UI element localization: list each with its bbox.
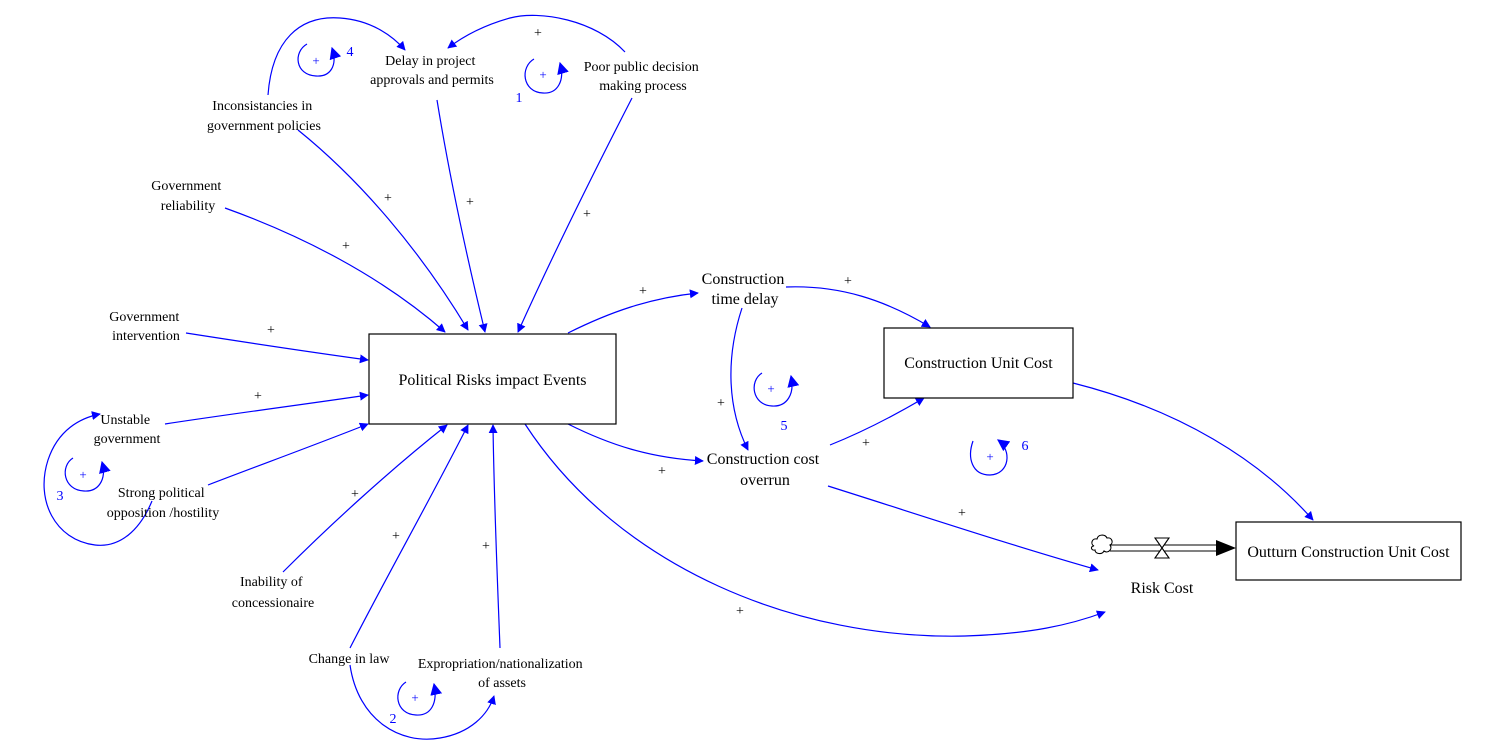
link-unit-cost-to-outturn [1072,382,1314,521]
loop-sign: + [79,467,86,482]
outturn-label: Outturn Construction Unit Cost [1247,544,1450,561]
link-gov-reliability-to-political-risks [224,207,446,333]
loop-1-marker: + 1 [516,58,569,106]
loop-sign: + [767,381,774,396]
loop-2-marker: + 2 [390,681,443,727]
link-expropriation-to-political-risks [488,424,501,649]
link-political-risks-to-risk-cost [524,423,1106,637]
gov-intervention-label: Government intervention [109,310,182,344]
loop-3-marker: + 3 [57,457,111,504]
link-political-risks-to-time-delay [567,289,699,334]
risk-cost-flow [1090,534,1236,559]
box-outturn: Outturn Construction Unit Cost [1235,521,1462,581]
link-poor-public-to-political-risks [517,97,633,333]
link-inconsistancies-to-political-risks [297,129,469,331]
polarity-sign: + [254,389,262,404]
link-opposition-to-unstable-gov [43,411,153,546]
polarity-sign: + [466,195,474,210]
poor-public-label: Poor public decision making process [584,60,703,94]
loop-number: 4 [347,45,354,60]
link-cost-overrun-to-unit-cost [829,397,925,446]
loop-4-marker: + 4 [297,43,354,77]
polarity-sign: + [534,26,542,41]
link-change-law-to-expropriation [349,664,496,740]
loop-number: 2 [390,712,397,727]
link-political-risks-to-cost-overrun [567,423,704,466]
polarity-sign: + [351,487,359,502]
flow-arrowhead [1216,540,1236,556]
polarity-sign: + [658,464,666,479]
construction-cost-overrun-label: Construction cost overrun [707,451,823,489]
cloud-source-icon [1090,534,1113,555]
link-cost-overrun-to-risk-cost [827,485,1099,573]
link-inability-to-political-risks [282,424,448,573]
polarity-sign: + [717,396,725,411]
variable-labels: Delay in project approvals and permits P… [94,54,1194,691]
valve-icon [1153,537,1171,559]
risk-cost-label: Risk Cost [1131,580,1194,597]
loop-sign: + [986,449,993,464]
link-unstable-gov-to-political-risks [164,391,369,425]
inability-label: Inability of concessionaire [232,575,314,611]
link-poor-public-to-delay [447,14,626,53]
polarity-sign: + [639,284,647,299]
link-inconsistancies-to-delay [267,17,406,96]
loop-6-marker: + 6 [969,439,1029,476]
construction-unit-cost-label: Construction Unit Cost [904,355,1053,372]
polarity-sign: + [844,274,852,289]
polarity-sign: + [342,239,350,254]
link-gov-intervention-to-political-risks [185,332,369,364]
link-strong-opposition-to-political-risks [207,422,369,486]
inconsistancies-label: Inconsistancies in government policies [207,99,321,134]
link-time-delay-to-unit-cost [785,286,931,328]
political-risks-label: Political Risks impact Events [399,372,587,389]
change-law-label: Change in law [309,652,391,667]
delay-approvals-label: Delay in project approvals and permits [370,54,494,88]
unstable-gov-label: Unstable government [94,413,161,447]
gov-reliability-label: Government reliability [151,179,224,214]
loop-5-marker: + 5 [753,372,800,434]
polarity-sign: + [583,207,591,222]
polarity-sign: + [392,529,400,544]
polarity-signs: + + + + + + + + + + + + + + + + + [254,26,966,619]
loop-sign: + [539,67,546,82]
loop-number: 5 [781,419,788,434]
link-change-law-to-political-risks [349,424,469,649]
loop-number: 6 [1022,439,1029,454]
link-time-delay-to-cost-overrun [730,307,749,451]
loop-sign: + [312,53,319,68]
polarity-sign: + [736,604,744,619]
box-construction-unit-cost: Construction Unit Cost [883,327,1074,399]
link-delay-to-political-risks [436,99,488,333]
causal-links [43,14,1314,740]
polarity-sign: + [958,506,966,521]
box-political-risks: Political Risks impact Events [368,333,617,425]
loop-sign: + [411,690,418,705]
polarity-sign: + [267,323,275,338]
loop-number: 3 [57,489,64,504]
polarity-sign: + [384,191,392,206]
construction-time-delay-label: Construction time delay [702,271,789,308]
loop-markers: + 4 + 1 + 3 + 2 + 5 + 6 [57,43,1029,727]
polarity-sign: + [862,436,870,451]
loop-number: 1 [516,91,523,106]
polarity-sign: + [482,539,490,554]
expropriation-label: Expropriation/nationalization of assets [418,657,586,691]
strong-opposition-label: Strong political opposition /hostility [107,486,219,521]
